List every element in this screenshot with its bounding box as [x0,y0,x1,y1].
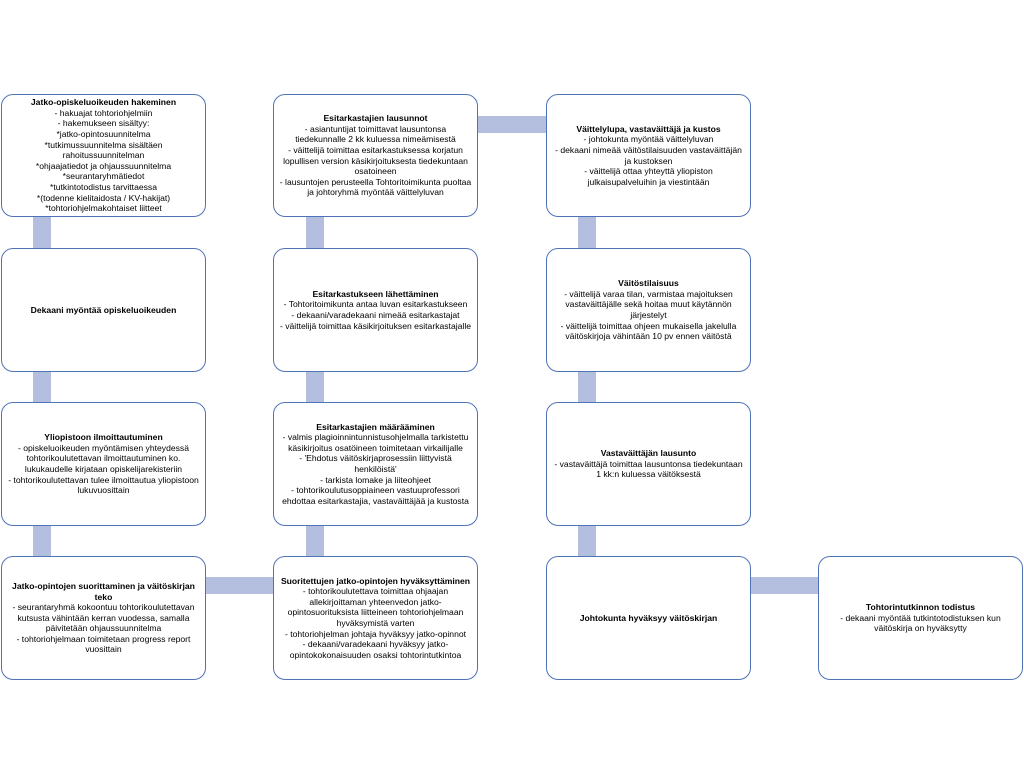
box-suorittaminen: Jatko-opintojen suorittaminen ja väitösk… [1,556,206,680]
box-title: Johtokunta hyväksyy väitöskirjan [579,612,718,623]
box-line: - dekaani/varadekaani nimeää esitarkasta… [291,310,460,320]
box-line: - väittelijä toimittaa käsikirjoituksen … [279,320,472,331]
box-vastavaittajan-lausunto: Vastaväittäjän lausunto - vastaväittäjä … [546,402,751,526]
connector-col2-2 [306,371,324,403]
connector-col1-1 [33,216,51,249]
box-line: *seurantaryhmätiedot [62,171,145,182]
connector-col1-3 [33,525,51,557]
box-line: - tohtoriohjelmaan toimitetaan progress … [16,633,191,655]
box-title: Jatko-opiskeluoikeuden hakeminen [30,97,177,108]
box-title: Jatko-opintojen suorittaminen ja väitösk… [12,580,195,602]
box-line: *(todenne kielitaidosta / KV-hakijat) [36,192,171,203]
box-line: - dekaani myöntää tutkintotodistuksen ku… [840,612,1001,634]
box-title: Esitarkastajien määrääminen [316,421,435,432]
box-line: *tohtoriohjelmakohtaiset liitteet [45,203,162,214]
box-hakeminen: Jatko-opiskeluoikeuden hakeminen - hakua… [1,94,206,217]
box-tutkintotodistus: Tohtorintutkinnon todistus - dekaani myö… [818,556,1023,680]
box-esitarkastukseen-lahettaminen: Esitarkastukseen lähettäminen - Tohtorit… [273,248,478,372]
box-line: - väittelijä toimittaa ohjeen mukaisella… [560,320,737,342]
box-line: - 'Ehdotus väitöskirjaprosessiin liittyv… [299,453,452,474]
box-esitarkastajien-lausunnot: Esitarkastajien lausunnot - asiantuntija… [273,94,478,217]
box-hyvaksyttaminen: Suoritettujen jatko-opintojen hyväksyttä… [273,556,478,680]
box-line: *tutkintotodistus tarvittaessa [50,181,157,192]
box-line: - hakemukseen sisältyy: [57,118,150,129]
box-opiskeluoikeus: Dekaani myöntää opiskeluoikeuden [1,248,206,372]
box-line: - hakuajat tohtoriohjelmiin [54,107,153,118]
box-line: - tohtorikoulutusoppiaineen vastuuprofes… [282,485,469,506]
box-johtokunta-hyvaksyy: Johtokunta hyväksyy väitöskirjan [546,556,751,680]
box-line: - vastaväittäjä toimittaa lausuntonsa ti… [554,458,743,480]
box-line: - tohtorikoulutettavan tulee ilmoittautu… [8,474,199,496]
connector-col3-2 [578,371,596,403]
box-line: - tarkista lomake ja liiteohjeet [320,474,431,485]
box-line: - asiantuntijat toimittavat lausuntonsa … [295,123,456,145]
box-line: *ohjaajatiedot ja ohjaussuunnitelma [35,160,172,171]
box-title: Esitarkastukseen lähettäminen [312,288,439,299]
box-title: Yliopistoon ilmoittautuminen [44,432,163,443]
box-vaittelylupa: Väittelylupa, vastaväittäjä ja kustos - … [546,94,751,217]
box-title: Tohtorintutkinnon todistus [865,602,976,613]
box-ilmoittautuminen: Yliopistoon ilmoittautuminen - opiskeluo… [1,402,206,526]
box-title: Vastaväittäjän lausunto [600,448,697,459]
connector-row1-1 [477,116,546,133]
box-line: - johtokunta myöntää väittelyluvan [583,134,714,145]
connector-col2-3 [306,525,324,557]
box-line: - dekaani/varadekaani hyväksyy jatko-opi… [289,639,462,660]
box-line: - Tohtoritoimikunta antaa luvan esitarka… [283,299,468,310]
box-line: - lausuntojen perusteella Tohtoritoimiku… [279,176,472,198]
connector-col3-3 [578,525,596,557]
connector-row4-2 [750,577,819,594]
box-line: - opiskeluoikeuden myöntämisen yhteydess… [17,442,189,474]
box-line: - tohtoriohjelman johtaja hyväksyy jatko… [284,628,467,639]
connector-col1-2 [33,371,51,403]
box-line: - väittelijä varaa tilan, varmistaa majo… [564,288,733,320]
box-line: *tutkimussuunnitelma sisältäen rahoituss… [44,139,163,161]
box-title: Väittelylupa, vastaväittäjä ja kustos [576,123,721,134]
box-esitarkastajien-maaraaminen: Esitarkastajien määrääminen - valmis pla… [273,402,478,526]
box-line: - dekaani nimeää väitöstilaisuuden vasta… [555,144,742,166]
box-line: *jatko-opintosuunnitelma [56,129,151,140]
connector-row4-1 [205,577,274,594]
box-line: - valmis plagioinnintunnistusohjelmalla … [282,432,469,453]
box-title: Väitöstilaisuus [618,278,679,289]
box-title: Dekaani myöntää opiskeluoikeuden [30,304,177,315]
box-title: Suoritettujen jatko-opintojen hyväksyttä… [280,575,471,586]
box-line: - tohtorikoulutettava toimittaa ohjaajan… [287,586,464,628]
box-line: - väittelijä toimittaa esitarkastuksessa… [283,144,468,177]
box-title: Esitarkastajien lausunnot [323,113,428,124]
box-vaitostilaisuus: Väitöstilaisuus - väittelijä varaa tilan… [546,248,751,372]
box-line: - seurantaryhmä kokoontuu tohtorikoulute… [12,602,195,634]
box-line: - väittelijä ottaa yhteyttä yliopiston j… [584,166,713,187]
connector-col2-1 [306,216,324,249]
connector-col3-1 [578,216,596,249]
